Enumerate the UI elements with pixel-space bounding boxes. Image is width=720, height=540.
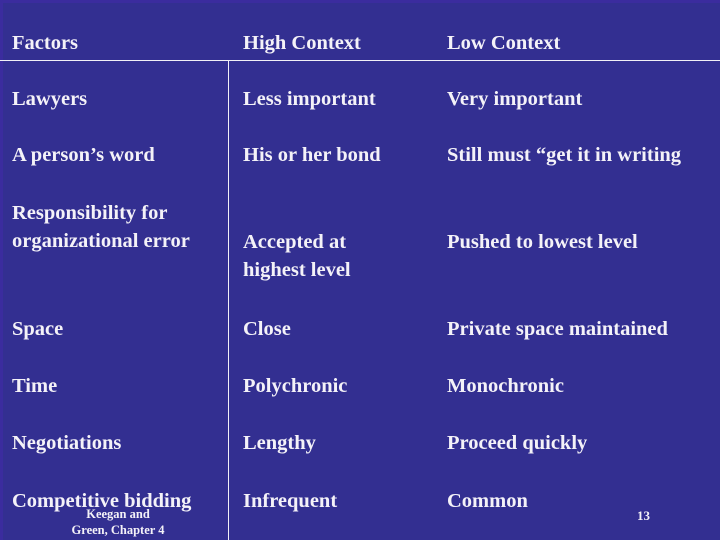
- slide-top-edge-accent: [0, 0, 720, 3]
- table-header-factors: Factors: [12, 32, 79, 54]
- table-row: His or her bond: [243, 144, 381, 166]
- table-row: Still must “get it in writing: [447, 144, 682, 166]
- slide-left-edge-accent: [0, 0, 3, 540]
- table-row: Pushed to lowest level: [447, 231, 638, 253]
- table-row: A person’s word: [12, 144, 155, 166]
- table-row: Private space maintained: [447, 318, 668, 340]
- table-row: Polychronic: [243, 375, 348, 397]
- table-header-divider: [0, 60, 720, 61]
- table-row: Responsibility for organizational error: [12, 202, 190, 252]
- table-row: Very important: [447, 88, 583, 110]
- table-column-divider: [228, 61, 229, 540]
- table-row: Lawyers: [12, 88, 88, 110]
- table-row: Less important: [243, 88, 376, 110]
- source-credit-line1: Keegan and: [86, 507, 150, 521]
- table-header-low-context: Low Context: [447, 32, 561, 54]
- table-row: Infrequent: [243, 490, 338, 512]
- table-row: Competitive bidding: [12, 490, 192, 512]
- table-row: Negotiations: [12, 432, 122, 454]
- page-number: 13: [637, 508, 650, 523]
- table-row: Proceed quickly: [447, 432, 588, 454]
- source-credit-line2: Green, Chapter 4: [71, 523, 165, 537]
- table-row: Close: [243, 318, 291, 340]
- table-row: Time: [12, 375, 58, 397]
- table-row: Lengthy: [243, 432, 316, 454]
- table-row: Common: [447, 490, 528, 512]
- table-row: Accepted at highest level: [243, 231, 351, 281]
- table-row: Space: [12, 318, 64, 340]
- table-header-high-context: High Context: [243, 32, 361, 54]
- table-row: Monochronic: [447, 375, 564, 397]
